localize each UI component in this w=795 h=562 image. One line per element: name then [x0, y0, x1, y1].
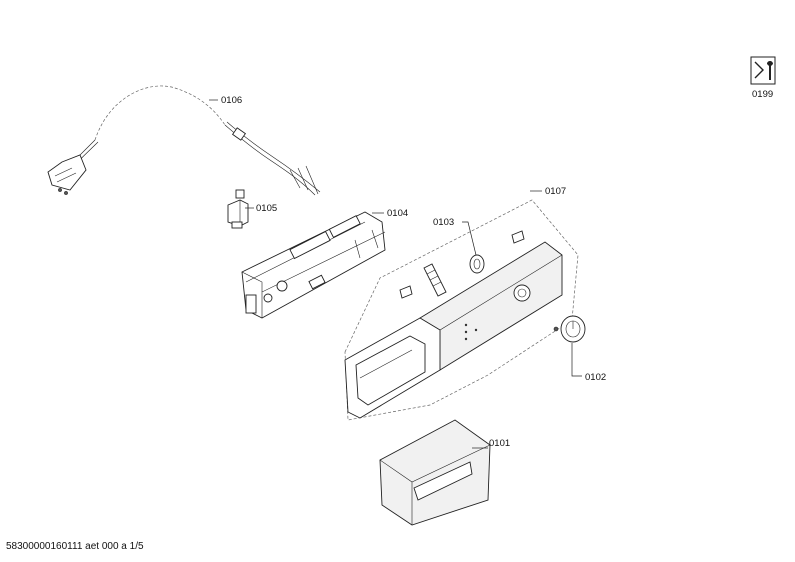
leader-0103	[462, 221, 477, 256]
part-label-0104: 0104	[387, 208, 408, 219]
service-icon-label: 0199	[752, 89, 773, 100]
part-label-0107: 0107	[545, 186, 566, 197]
part-label-0103: 0103	[433, 217, 454, 228]
program-selector-knob	[553, 315, 586, 343]
part-label-0105: 0105	[256, 203, 277, 214]
leader-0102	[571, 343, 582, 377]
selector-knob-insert	[469, 254, 485, 274]
detergent-drawer-handle	[379, 419, 491, 526]
part-label-0102: 0102	[585, 372, 606, 383]
power-cord	[47, 85, 321, 196]
service-tool-icon	[750, 56, 776, 85]
part-label-0106: 0106	[221, 95, 242, 106]
document-footer: 58300000160111 aet 000 a 1/5	[6, 541, 144, 552]
interference-filter	[227, 189, 249, 229]
electronic-module	[241, 211, 386, 319]
part-label-0101: 0101	[489, 438, 510, 449]
control-panel-fascia	[344, 199, 579, 421]
